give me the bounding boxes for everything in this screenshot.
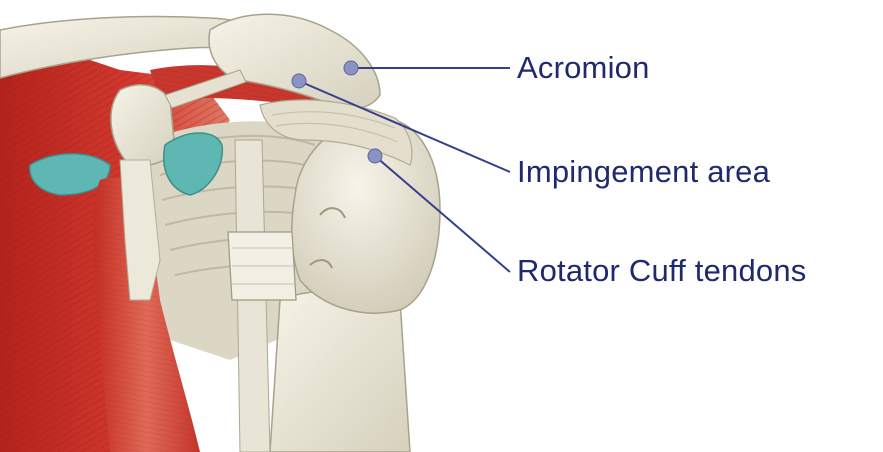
marker-dot-impingement xyxy=(292,74,306,88)
marker-dot-rotator xyxy=(368,149,382,163)
label-rotator-cuff-tendons: Rotator Cuff tendons xyxy=(517,255,807,286)
humerus-shaft xyxy=(270,291,410,452)
marker-dot-acromion xyxy=(344,61,358,75)
label-impingement-area: Impingement area xyxy=(517,156,770,187)
label-acromion: Acromion xyxy=(517,52,650,83)
